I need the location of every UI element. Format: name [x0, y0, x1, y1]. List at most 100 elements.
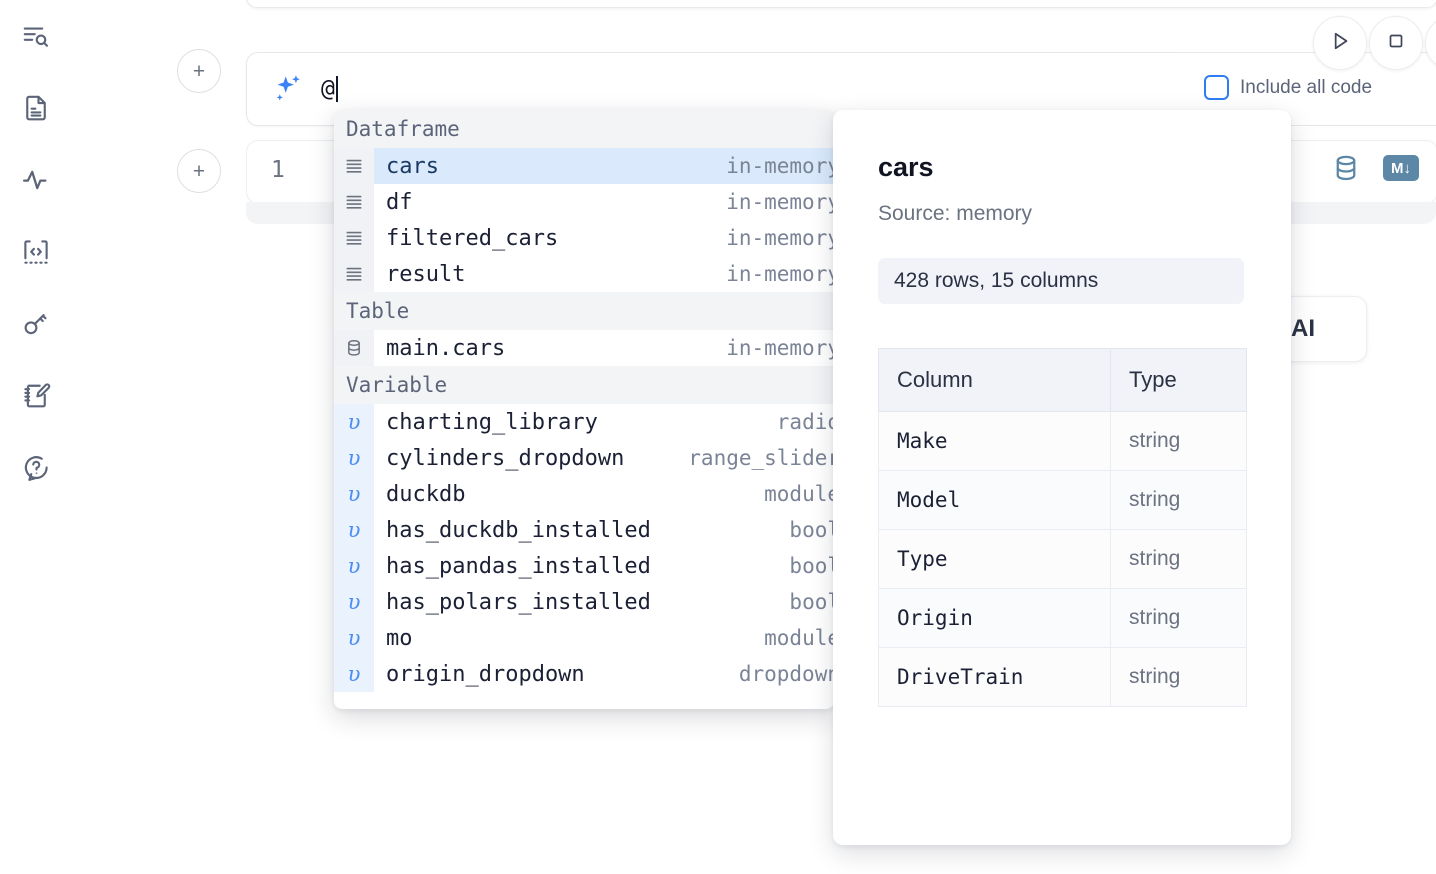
autocomplete-item-name: cars [386, 153, 439, 179]
autocomplete-item-name: has_duckdb_installed [386, 517, 651, 543]
autocomplete-item[interactable]: υ charting_library radio [334, 404, 834, 440]
key-icon [21, 309, 51, 339]
markdown-down-icon[interactable]: M↓ [1383, 155, 1419, 181]
autocomplete-item-kind: dropdown [738, 662, 834, 686]
plus-icon: + [192, 159, 206, 183]
notebook-pencil-icon [21, 381, 51, 411]
dataframe-preview-panel: cars Source: memory 428 rows, 15 columns… [833, 110, 1291, 845]
autocomplete-item-kind: bool [789, 518, 834, 542]
text-caret [335, 76, 338, 102]
sidebar-item-secrets[interactable] [14, 302, 58, 346]
dataframe-lines-icon [334, 220, 374, 256]
schema-column-name: Type [878, 529, 1111, 589]
schema-column-type: string [1110, 411, 1247, 471]
preview-shape-badge: 428 rows, 15 columns [878, 258, 1244, 304]
variable-upsilon-icon: υ [334, 584, 374, 620]
autocomplete-item-name: result [386, 261, 466, 287]
schema-column-type: string [1110, 470, 1247, 530]
ai-prompt-value: @ [321, 76, 335, 102]
sidebar-item-outline[interactable] [14, 14, 58, 58]
ai-prompt-input[interactable]: @ [321, 53, 1172, 125]
file-text-icon [21, 93, 51, 123]
sidebar-item-files[interactable] [14, 86, 58, 130]
autocomplete-item-name: main.cars [386, 335, 506, 361]
code-snippet-icon [21, 237, 51, 267]
autocomplete-item-kind: in-memory [726, 226, 834, 250]
autocomplete-item[interactable]: result in-memory [334, 256, 834, 292]
schema-column-type: string [1110, 588, 1247, 648]
autocomplete-item-name: df [386, 189, 413, 215]
dataframe-lines-icon [334, 256, 374, 292]
database-icon[interactable] [1331, 153, 1361, 183]
autocomplete-item-kind: radio [776, 410, 834, 434]
include-all-code-toggle[interactable]: Include all code [1204, 75, 1372, 100]
autocomplete-item-kind: in-memory [726, 190, 834, 214]
autocomplete-item[interactable]: df in-memory [334, 184, 834, 220]
autocomplete-item-name: origin_dropdown [386, 661, 585, 687]
variable-upsilon-icon: υ [334, 512, 374, 548]
variable-upsilon-icon: υ [334, 440, 374, 476]
autocomplete-item[interactable]: υ has_duckdb_installed bool [334, 512, 834, 548]
include-all-code-checkbox[interactable] [1204, 75, 1229, 100]
schema-column-name: Model [878, 470, 1111, 530]
ai-chip-label: AI [1291, 315, 1315, 342]
autocomplete-item-name: duckdb [386, 481, 466, 507]
autocomplete-item-name: charting_library [386, 409, 598, 435]
dataframe-lines-icon [334, 184, 374, 220]
plus-icon: + [192, 59, 206, 83]
autocomplete-section-header: Variable [334, 366, 834, 404]
schema-column-type: string [1110, 647, 1247, 707]
preview-title: cars [878, 152, 934, 182]
stop-square-icon [1384, 29, 1408, 58]
chat-question-icon [21, 453, 51, 483]
autocomplete-item-kind: range_slider [688, 446, 834, 470]
autocomplete-item-name: mo [386, 625, 413, 651]
variable-upsilon-icon: υ [334, 404, 374, 440]
schema-column-header: Column [878, 348, 1111, 412]
autocomplete-item-name: has_polars_installed [386, 589, 651, 615]
autocomplete-item-kind: in-memory [726, 336, 834, 360]
autocomplete-item[interactable]: main.cars in-memory [334, 330, 834, 366]
autocomplete-item-kind: in-memory [726, 262, 834, 286]
schema-column-type: string [1110, 529, 1247, 589]
sidebar [0, 0, 72, 874]
add-cell-button-top[interactable]: + [177, 49, 221, 93]
autocomplete-item-name: cylinders_dropdown [386, 445, 625, 471]
sidebar-item-scratchpad[interactable] [14, 374, 58, 418]
sidebar-item-activity[interactable] [14, 158, 58, 202]
cell-above-partial [246, 0, 1436, 8]
schema-header-row: Column Type [878, 348, 1247, 412]
ai-sparkle-icon [269, 70, 307, 108]
schema-column-name: Make [878, 411, 1111, 471]
activity-pulse-icon [21, 165, 51, 195]
dataframe-lines-icon [334, 148, 374, 184]
autocomplete-item-kind: bool [789, 554, 834, 578]
database-icon [334, 330, 374, 366]
schema-type-header: Type [1110, 348, 1247, 412]
stop-button[interactable] [1369, 16, 1423, 70]
autocomplete-item[interactable]: υ cylinders_dropdown range_slider [334, 440, 834, 476]
schema-column-name: DriveTrain [878, 647, 1111, 707]
include-all-code-label: Include all code [1240, 76, 1373, 98]
play-triangle-icon [1327, 28, 1353, 59]
sidebar-item-help[interactable] [14, 446, 58, 490]
run-button[interactable] [1313, 16, 1367, 70]
autocomplete-item-kind: module [764, 482, 834, 506]
add-cell-button-bottom[interactable]: + [177, 149, 221, 193]
schema-column-name: Origin [878, 588, 1111, 648]
sidebar-item-snippets[interactable] [14, 230, 58, 274]
variable-upsilon-icon: υ [334, 548, 374, 584]
autocomplete-section-header: Table [334, 292, 834, 330]
